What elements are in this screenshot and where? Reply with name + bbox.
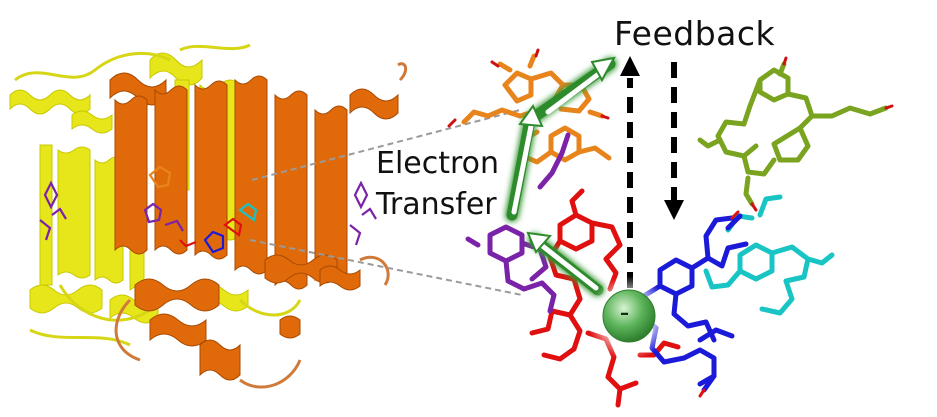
electron-transfer-label-line2: Transfer (376, 187, 497, 222)
protein-orange-loops (114, 62, 408, 389)
pigment-purple (465, 132, 571, 314)
pigment-blue-oxygens (698, 210, 740, 398)
pigment-orange-oxygens (447, 48, 610, 128)
arrow-icon (518, 56, 616, 254)
feedback-arrows (620, 56, 684, 288)
pigment-green-oxygens (750, 56, 894, 212)
electron-sphere-icon (587, 276, 671, 360)
protein-orange-subunit (109, 72, 399, 381)
arrow-icon (620, 56, 640, 76)
pigment-red (529, 188, 681, 408)
feedback-label: Feedback (614, 14, 776, 53)
arrow-icon (664, 200, 684, 220)
electron-charge-symbol: – (620, 303, 629, 324)
protein-cofactors (39, 165, 377, 254)
protein-yellow-loops (14, 43, 302, 347)
zoom-connector-lines (249, 109, 523, 296)
pigment-green (697, 61, 889, 207)
protein-structure (9, 43, 408, 389)
electron-path-core (511, 67, 607, 291)
pigment-models (447, 48, 894, 408)
electron-transfer-arrows (505, 56, 617, 297)
electron-transfer-label-line1: Electron (376, 146, 500, 181)
